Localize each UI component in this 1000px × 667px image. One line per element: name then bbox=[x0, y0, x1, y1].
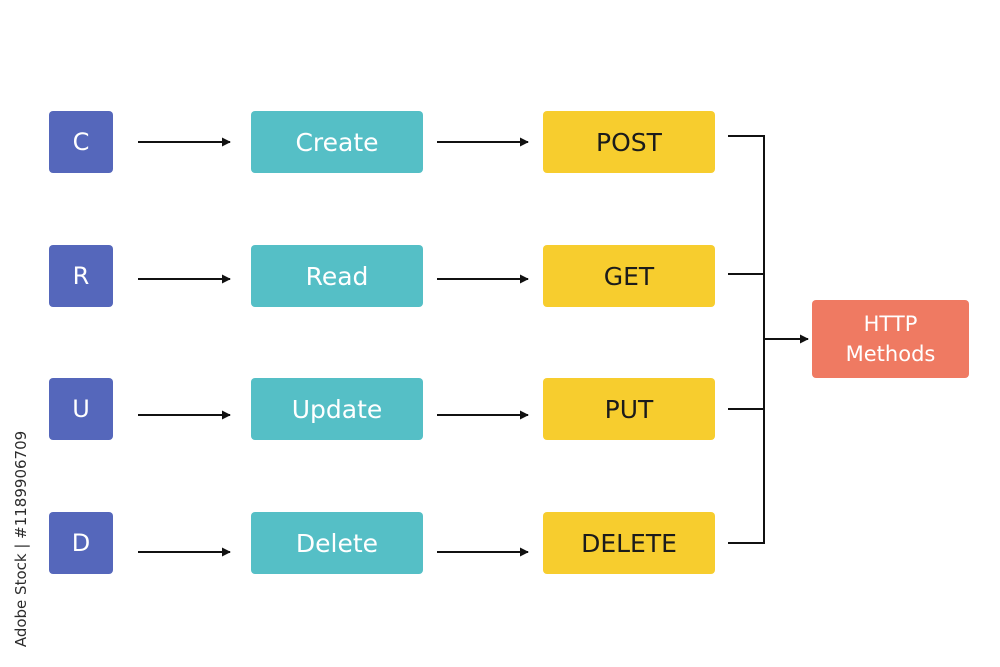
letter-box-c: C bbox=[49, 111, 113, 173]
operation-label: Update bbox=[291, 394, 383, 424]
letter-box-r: R bbox=[49, 245, 113, 307]
http-methods-box: HTTP Methods bbox=[812, 300, 969, 378]
http-methods-label-line1: HTTP bbox=[863, 312, 918, 336]
letter-label: C bbox=[72, 128, 90, 156]
method-label: DELETE bbox=[581, 528, 677, 558]
letter-label: U bbox=[72, 395, 90, 423]
operation-box-update: Update bbox=[251, 378, 423, 440]
operation-label: Read bbox=[305, 261, 369, 291]
method-box-get: GET bbox=[543, 245, 715, 307]
method-box-put: PUT bbox=[543, 378, 715, 440]
letter-box-d: D bbox=[49, 512, 113, 574]
letter-label: R bbox=[72, 262, 90, 290]
operation-box-delete: Delete bbox=[251, 512, 423, 574]
method-label: PUT bbox=[604, 394, 654, 424]
method-box-delete: DELETE bbox=[543, 512, 715, 574]
method-label: GET bbox=[603, 261, 655, 291]
operation-box-read: Read bbox=[251, 245, 423, 307]
method-box-post: POST bbox=[543, 111, 715, 173]
stock-watermark: Adobe Stock | #1189906709 bbox=[10, 420, 32, 660]
letter-box-u: U bbox=[49, 378, 113, 440]
operation-label: Create bbox=[295, 127, 379, 157]
operation-box-create: Create bbox=[251, 111, 423, 173]
letter-label: D bbox=[71, 529, 91, 557]
watermark-text: Adobe Stock | #1189906709 bbox=[12, 430, 31, 648]
operation-label: Delete bbox=[295, 528, 379, 558]
method-label: POST bbox=[596, 127, 662, 157]
http-methods-label-line2: Methods bbox=[845, 342, 936, 366]
